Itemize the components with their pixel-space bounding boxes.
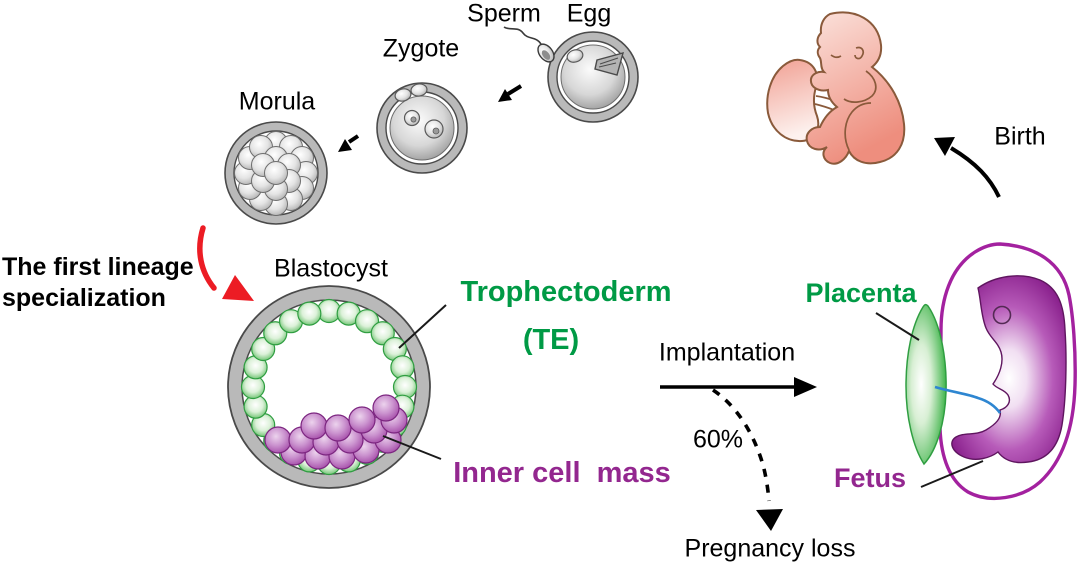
first-lineage-caption: The first lineage specialization (2, 252, 194, 314)
baby-illustration (766, 11, 906, 165)
sperm-icon (503, 26, 555, 63)
trophectoderm-pointer-line (398, 304, 447, 349)
blastocyst-illustration (227, 285, 447, 489)
zygote-pronucleus (403, 109, 421, 127)
morula-cells (234, 131, 318, 216)
first-lineage-line1: The first lineage (2, 253, 194, 281)
loss-rate-label: 60% (692, 425, 744, 454)
birth-arrow-icon (934, 137, 1001, 198)
cell (372, 394, 400, 422)
zygote-label: Zygote (382, 34, 460, 63)
baby-leg (844, 102, 872, 151)
cleavage-arrow-icon (338, 134, 360, 152)
inner-cell-mass-label: Inner cell mass (453, 457, 671, 490)
zygote-polar-body (394, 88, 412, 102)
baby-arm (843, 70, 877, 103)
placenta-shape (905, 303, 947, 466)
cell (324, 414, 352, 442)
egg-polar-body (566, 49, 584, 63)
egg-label: Egg (566, 0, 612, 28)
baby-placenta-shape (766, 58, 820, 143)
morula-label: Morula (238, 87, 316, 116)
pregnancy-loss-label: Pregnancy loss (684, 534, 856, 563)
placenta-pointer-line (875, 312, 920, 341)
birth-label: Birth (994, 122, 1046, 151)
morula-illustration (224, 121, 328, 225)
umbilical-cord-line (934, 385, 1002, 414)
icm-cells (264, 394, 408, 470)
pregnancy-loss-arrow-icon (712, 388, 783, 531)
zygote-pronucleus (424, 119, 444, 139)
fetus-otic-vesicle (992, 305, 1012, 325)
egg-spindle (594, 52, 624, 76)
blastocyst-label: Blastocyst (274, 254, 388, 283)
implantation-label: Implantation (658, 338, 796, 367)
zygote-polar-body (410, 83, 428, 97)
egg-illustration (547, 31, 639, 123)
uterine-sac-outline (938, 242, 1077, 500)
fetus-label: Fetus (833, 463, 907, 494)
zygote-illustration (376, 82, 468, 174)
cell (297, 301, 322, 326)
baby-ear (854, 46, 865, 60)
sperm-label: Sperm (467, 0, 541, 28)
baby-body-shape (805, 11, 906, 165)
fetus-shape (951, 275, 1067, 464)
cell (348, 406, 376, 434)
icm-pointer-line (382, 435, 442, 460)
cell (264, 426, 292, 454)
baby-eye (830, 54, 842, 59)
first-lineage-line2: specialization (2, 284, 166, 312)
trophectoderm-label: Trophectoderm (460, 276, 672, 309)
trophectoderm-abbr-label: (TE) (522, 324, 580, 357)
placenta-label: Placenta (805, 278, 917, 309)
implantation-arrow-icon (660, 377, 817, 397)
cell (264, 161, 288, 185)
first-lineage-arrow-icon (197, 225, 254, 301)
implanted-embryo-illustration (875, 242, 1077, 500)
fetus-pointer-line (920, 460, 984, 488)
fertilization-arrow-icon (498, 84, 523, 102)
cell (300, 412, 328, 440)
